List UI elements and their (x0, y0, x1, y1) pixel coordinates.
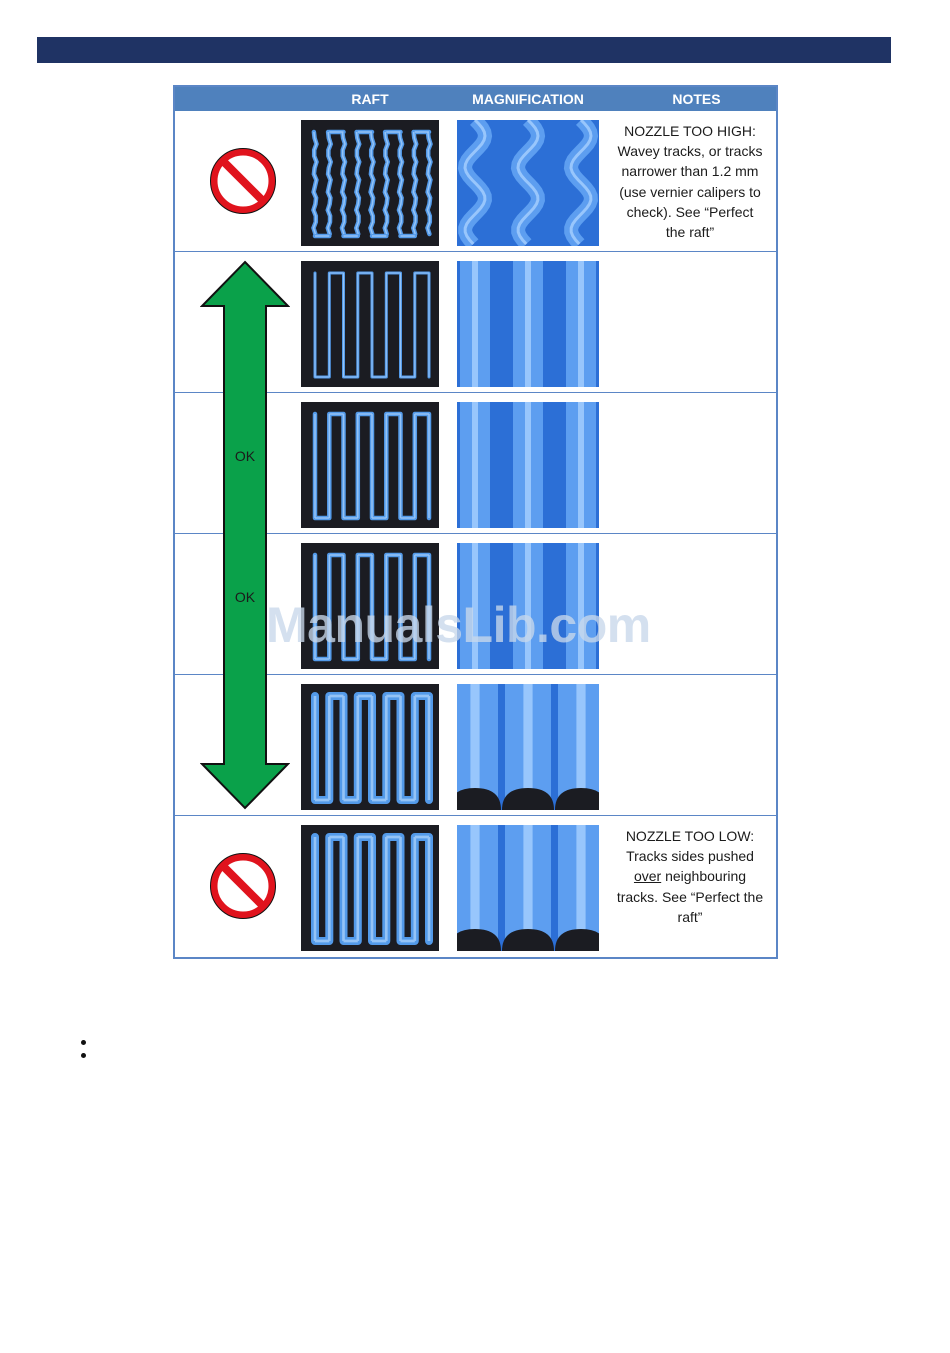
magnification-image (457, 684, 599, 810)
table-row: NOZZLE TOO HIGH: Wavey tracks, or tracks… (175, 111, 776, 252)
ok-range-arrow-icon (200, 260, 290, 810)
watermark: ManualsLib.com (266, 596, 696, 652)
notes-text: NOZZLE TOO HIGH: Wavey tracks, or tracks… (607, 121, 773, 245)
bullet-list (81, 1040, 89, 1066)
magnification-image (457, 120, 599, 246)
bullet-dot (81, 1053, 86, 1058)
raft-image (301, 825, 439, 951)
notes-text: NOZZLE TOO LOW: Tracks sides pushed over… (607, 826, 773, 950)
magnification-image (457, 402, 599, 528)
column-header-magnification: MAGNIFICATION (439, 87, 617, 111)
page-header-bar (37, 37, 891, 63)
prohibited-icon (210, 148, 276, 214)
table-row: NOZZLE TOO LOW: Tracks sides pushed over… (175, 816, 776, 957)
raft-calibration-table: RAFT MAGNIFICATION NOTES NOZZLE TOO HIGH… (173, 85, 778, 959)
table-header: RAFT MAGNIFICATION NOTES (175, 87, 776, 111)
column-header-notes: NOTES (617, 87, 776, 111)
bullet-dot (81, 1040, 86, 1045)
notes-text (607, 262, 773, 386)
raft-image (301, 120, 439, 246)
ok-label-1: OK (225, 448, 265, 464)
raft-image (301, 402, 439, 528)
ok-label-2: OK (225, 589, 265, 605)
raft-image (301, 684, 439, 810)
notes-text (607, 403, 773, 527)
raft-image (301, 261, 439, 387)
row-divider (175, 815, 776, 816)
prohibited-icon (210, 853, 276, 919)
magnification-image (457, 825, 599, 951)
column-header-raft: RAFT (301, 87, 439, 111)
notes-text (607, 685, 773, 809)
magnification-image (457, 261, 599, 387)
row-divider (175, 251, 776, 252)
